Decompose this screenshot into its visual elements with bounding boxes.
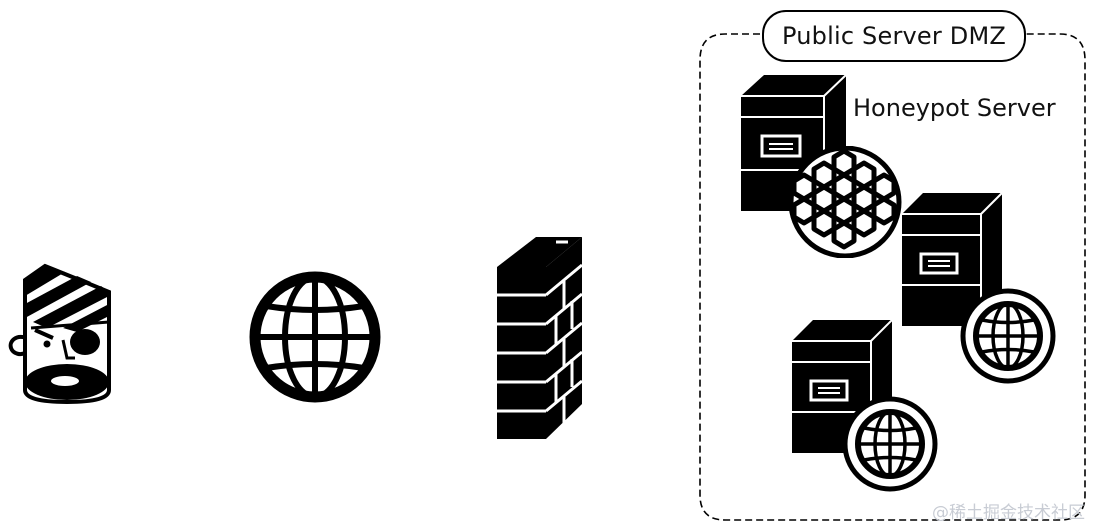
firewall-brick-icon bbox=[497, 237, 583, 439]
globe-icon bbox=[842, 396, 938, 492]
dmz-title: Public Server DMZ bbox=[762, 10, 1026, 62]
attacker-pirate-icon bbox=[8, 263, 111, 405]
globe-icon bbox=[960, 288, 1056, 384]
honeypot-label: Honeypot Server bbox=[853, 94, 1056, 122]
watermark: @稀土掘金技术社区 bbox=[932, 503, 1085, 523]
honeycomb-icon bbox=[788, 146, 902, 258]
internet-globe-icon bbox=[249, 271, 381, 403]
